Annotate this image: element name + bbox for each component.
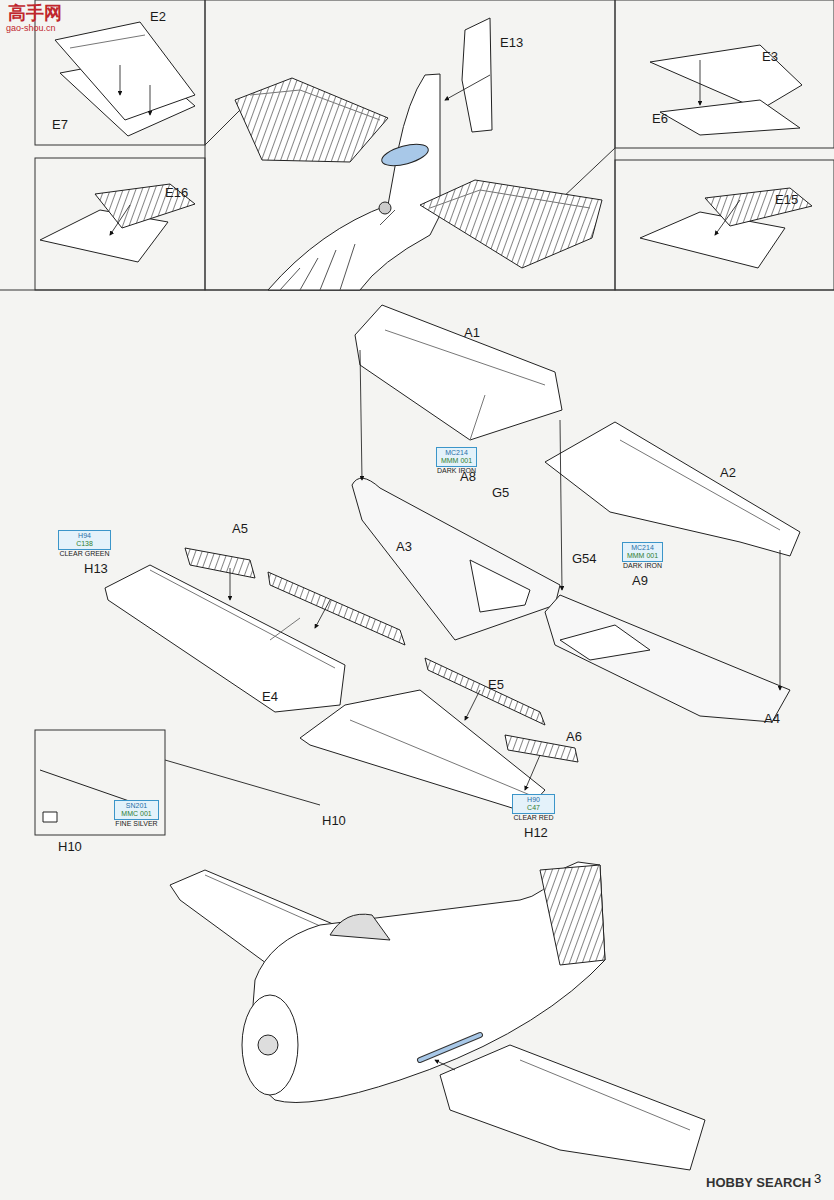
paint-code-box: H90C47	[512, 794, 555, 814]
paint-name: DARK IRON	[622, 562, 663, 570]
page-number: 3	[814, 1172, 821, 1186]
watermark: gao-shou.cn	[6, 24, 56, 34]
part-number: A5	[232, 522, 248, 536]
part-number: G54	[572, 552, 597, 566]
paint-code: MC214	[625, 544, 660, 552]
part-number: A6	[566, 730, 582, 744]
part-number: A3	[396, 540, 412, 554]
paint-code-box: MC214MMM 001	[622, 542, 663, 562]
part-number: E15	[775, 193, 798, 207]
part-number: H13	[84, 562, 108, 576]
part-number: A2	[720, 466, 736, 480]
part-number: H10	[322, 814, 346, 828]
paint-name: FINE SILVER	[114, 820, 159, 828]
paint-name: CLEAR GREEN	[58, 550, 111, 558]
part-number: E4	[262, 690, 278, 704]
paint-code: H90	[515, 796, 552, 804]
watermark: 高手网	[8, 4, 62, 24]
part-number: E5	[488, 678, 504, 692]
paint-name: DARK IRON	[436, 467, 477, 475]
paint-callout: SN201MMC 001FINE SILVER	[114, 800, 159, 828]
part-number: G5	[492, 486, 509, 500]
part-number: E16	[165, 186, 188, 200]
part-number: E13	[500, 36, 523, 50]
part-number: E6	[652, 112, 668, 126]
paint-callout: H90C47CLEAR RED	[512, 794, 555, 822]
paint-code: C138	[61, 540, 108, 548]
paint-code-box: H94C138	[58, 530, 111, 550]
part-number: A4	[764, 712, 780, 726]
paint-code-box: SN201MMC 001	[114, 800, 159, 820]
part-number: A9	[632, 574, 648, 588]
paint-code: MMC 001	[117, 810, 156, 818]
part-number: E3	[762, 50, 778, 64]
part-number: H12	[524, 826, 548, 840]
paint-code: MMM 001	[439, 457, 474, 465]
part-number: A1	[464, 326, 480, 340]
paint-code: SN201	[117, 802, 156, 810]
paint-code-box: MC214MMM 001	[436, 447, 477, 467]
watermark: HOBBY SEARCH	[706, 1176, 811, 1190]
part-number: H10	[58, 840, 82, 854]
paint-code: MMM 001	[625, 552, 660, 560]
paint-name: CLEAR RED	[512, 814, 555, 822]
paint-code: C47	[515, 804, 552, 812]
part-number: E7	[52, 118, 68, 132]
paint-code: H94	[61, 532, 108, 540]
paint-callout: H94C138CLEAR GREEN	[58, 530, 111, 558]
paint-code: MC214	[439, 449, 474, 457]
paint-callout: MC214MMM 001DARK IRON	[622, 542, 663, 570]
paint-callout: MC214MMM 001DARK IRON	[436, 447, 477, 475]
part-number: E2	[150, 10, 166, 24]
